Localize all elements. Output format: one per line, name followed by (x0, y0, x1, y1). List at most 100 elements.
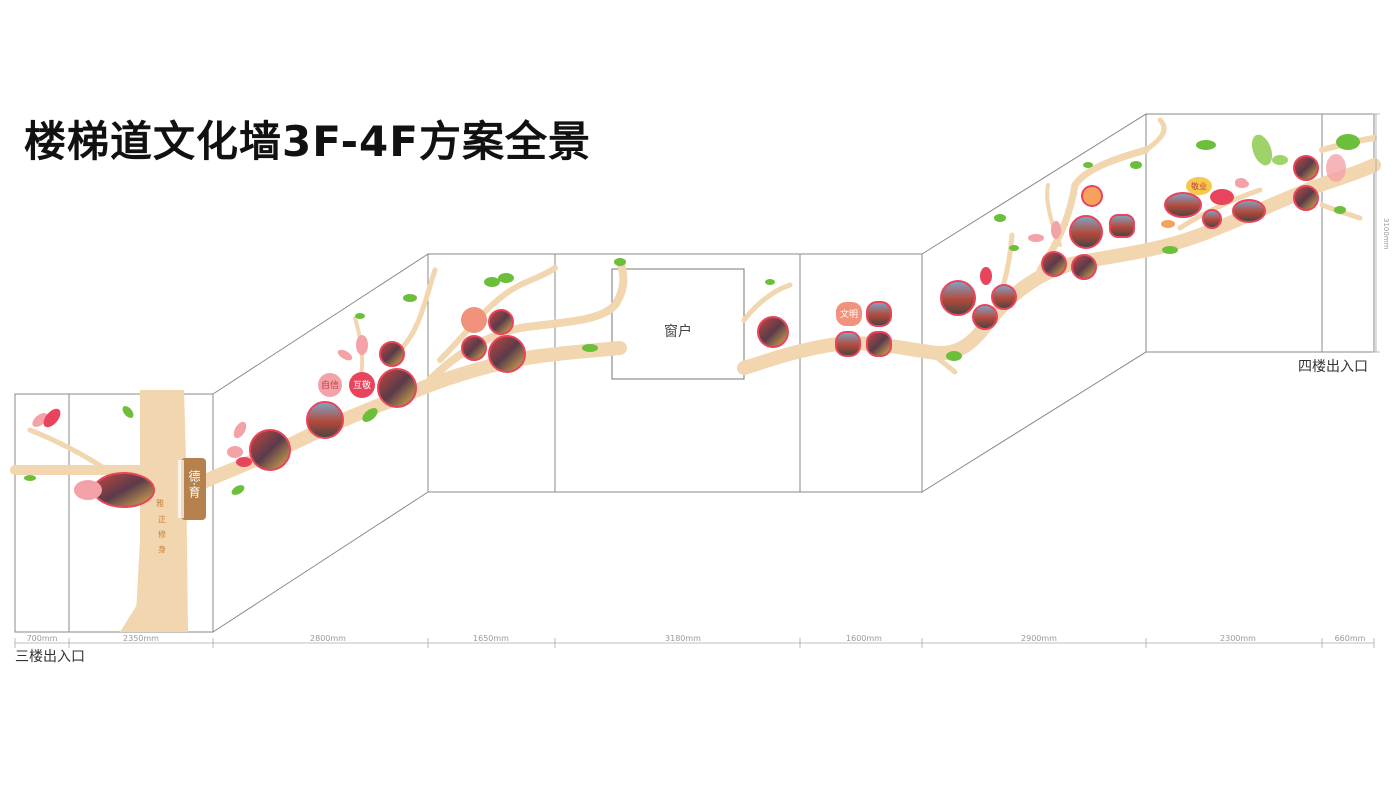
dimension-label: 700mm (27, 634, 58, 643)
leaf-icon (1196, 140, 1216, 150)
tag-badge-label: 文明 (840, 308, 858, 320)
trunk-vertical-chars: 雅 正 修 身 (156, 498, 166, 554)
leaf-icon (1009, 245, 1019, 251)
leaf-icon (1272, 155, 1288, 165)
tag-badge (318, 373, 342, 397)
leaf-icon (765, 279, 775, 285)
photo-frame (74, 480, 102, 500)
tag-badge (1186, 177, 1212, 195)
window-label: 窗户 (664, 323, 692, 340)
wall-outline (14, 113, 1375, 633)
tag-badge (836, 302, 862, 326)
leaf-icon (1336, 134, 1360, 150)
trunk-root-left (120, 600, 145, 632)
photo-frame (1041, 251, 1067, 277)
tree (120, 390, 188, 632)
dimension-line (14, 638, 1375, 648)
photo-frame (1109, 214, 1135, 238)
window-frame (611, 268, 745, 380)
dimension-label: 1650mm (473, 634, 509, 643)
leaf-icon (24, 475, 36, 481)
photo-frame (249, 429, 291, 471)
leaf-icon (337, 349, 353, 361)
leaf-icon (43, 408, 61, 428)
photo-frame (93, 472, 155, 508)
leaf-icon (498, 273, 514, 283)
photo-frame (866, 331, 892, 357)
photo-frame (1210, 189, 1234, 205)
dimension-labels: 700mm 2350mm 2800mm 1650mm 3180mm 1600mm… (27, 634, 1366, 643)
photo-frame (991, 284, 1017, 310)
trunk-plaque (181, 458, 206, 520)
photo-frames (74, 155, 1319, 508)
photo-frame (866, 301, 892, 327)
height-dimension (1372, 113, 1380, 353)
tag-badge (349, 372, 375, 398)
leaf-icon (980, 267, 992, 285)
photo-frame (835, 331, 861, 357)
leaf-icon (236, 457, 252, 467)
leaf-icon (1161, 220, 1175, 228)
dimension-label: 2800mm (310, 634, 346, 643)
leaf-icon (231, 485, 245, 495)
entrance-3f-label: 三楼出入口 (15, 649, 85, 665)
dimension-label: 2300mm (1220, 634, 1256, 643)
photo-frame (488, 335, 526, 373)
photo-frame (757, 316, 789, 348)
leaf-icon (355, 313, 365, 319)
leaf-icon (1028, 234, 1044, 242)
leaf-icon (1162, 246, 1178, 254)
height-label: 3100mm (1382, 218, 1390, 250)
photo-frame (1235, 178, 1247, 186)
page-title: 楼梯道文化墙3F-4F方案全景 (24, 117, 591, 166)
dimension-label: 660mm (1335, 634, 1366, 643)
tag-badge-label: 敬业 (1191, 181, 1207, 191)
trunk-char: 身 (158, 544, 166, 554)
dimension-label: 3180mm (665, 634, 701, 643)
dimension-label: 2900mm (1021, 634, 1057, 643)
leaf-icon (946, 351, 962, 361)
tag-badges: 自信 互敬 文明 敬业 (318, 177, 1212, 398)
photo-frame (1232, 199, 1266, 223)
photo-frame (1071, 254, 1097, 280)
photo-frame (379, 341, 405, 367)
leaf-icon (362, 408, 378, 422)
leaf-icon (233, 421, 247, 439)
leaf-icon (994, 214, 1006, 222)
trunk-char: 雅 (156, 498, 164, 508)
photo-frame (461, 335, 487, 361)
tag-badge-label: 自信 (321, 379, 339, 391)
photo-frame (1081, 185, 1103, 207)
trunk-char: 正 (158, 515, 166, 524)
leaves (24, 134, 1360, 495)
leaf-icon (403, 294, 417, 302)
photo-frame (1202, 209, 1222, 229)
leaf-icon (484, 277, 500, 287)
leaf-icon (122, 406, 134, 418)
photo-frame (1293, 155, 1319, 181)
photo-frame (488, 309, 514, 335)
dimension-label: 1600mm (846, 634, 882, 643)
trunk-plaque-label: 德·育 (187, 469, 201, 499)
leaf-icon (1083, 162, 1093, 168)
leaf-icon (1334, 206, 1346, 214)
tree-trunk (135, 390, 188, 632)
photo-frame (377, 368, 417, 408)
leaf-icon (356, 335, 368, 355)
leaf-icon (1251, 134, 1273, 166)
tag-badge-label: 互敬 (353, 379, 371, 391)
leaf-icon (614, 258, 626, 266)
leaf-icon (582, 344, 598, 352)
trunk-char: 修 (158, 529, 166, 539)
photo-frame (940, 280, 976, 316)
photo-frame (306, 401, 344, 439)
entrance-4f-label: 四楼出入口 (1298, 359, 1368, 375)
dimension-label: 2350mm (123, 634, 159, 643)
leaf-icon (32, 413, 48, 427)
photo-frame (1293, 185, 1319, 211)
photo-frame (972, 304, 998, 330)
leaf-icon (1326, 154, 1346, 182)
photo-frame (461, 307, 487, 333)
leaf-icon (1051, 221, 1061, 239)
